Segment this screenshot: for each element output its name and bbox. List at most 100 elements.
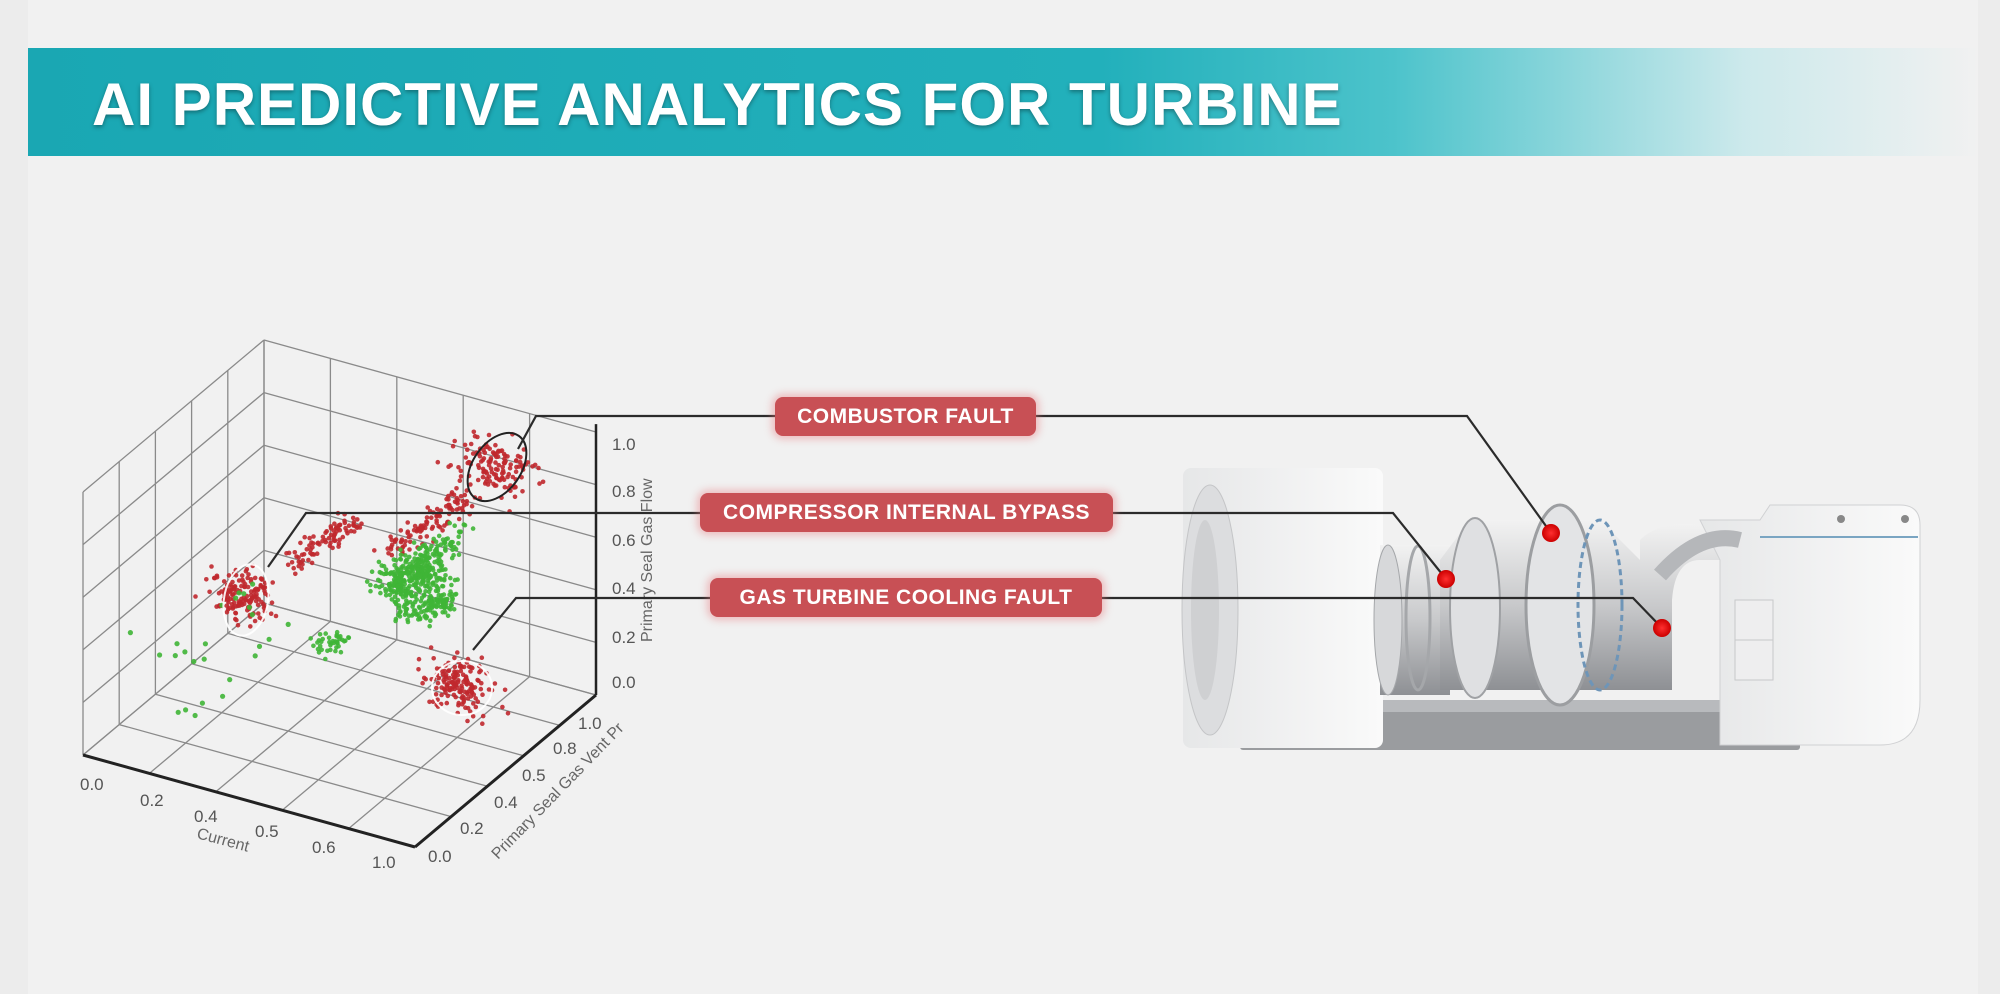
- data-point-fault: [540, 479, 546, 485]
- data-point-fault: [507, 465, 513, 471]
- grid-line: [263, 444, 597, 538]
- x-tick: 0.5: [255, 822, 279, 841]
- data-point-fault: [314, 551, 320, 556]
- data-point-fault: [405, 529, 411, 534]
- data-point-fault: [495, 454, 501, 460]
- x-tick: 1.0: [372, 853, 396, 872]
- data-point-normal: [403, 553, 408, 558]
- data-point-normal: [437, 576, 443, 581]
- data-point-normal: [445, 536, 451, 541]
- data-point-fault: [323, 530, 328, 535]
- data-point-fault: [337, 537, 342, 543]
- data-point-fault: [502, 484, 508, 490]
- data-point-normal: [199, 700, 205, 706]
- z-axis-label: Primary Seal Gas Flow: [639, 478, 656, 642]
- data-point-fault: [254, 592, 259, 597]
- y-tick: 0.0: [428, 847, 452, 866]
- data-point-normal: [328, 642, 333, 648]
- cooling-fault-marker[interactable]: [1653, 619, 1671, 637]
- data-point-fault: [500, 704, 505, 710]
- data-point-normal: [326, 635, 332, 641]
- data-point-fault: [225, 597, 231, 603]
- compressor-internal-bypass-label[interactable]: COMPRESSOR INTERNAL BYPASS: [700, 493, 1113, 532]
- data-point-fault: [412, 523, 418, 529]
- data-point-normal: [383, 593, 389, 598]
- data-point-normal: [201, 656, 207, 662]
- data-point-normal: [415, 567, 420, 573]
- data-point-fault: [461, 699, 466, 705]
- data-point-normal: [373, 583, 379, 589]
- data-point-fault: [448, 463, 454, 468]
- data-point-normal: [368, 582, 373, 588]
- data-point-fault: [471, 701, 476, 706]
- grid-line: [82, 339, 265, 493]
- data-point-normal: [428, 566, 433, 571]
- data-point-fault: [490, 450, 496, 455]
- data-point-fault: [233, 573, 239, 578]
- data-point-fault: [476, 463, 481, 468]
- data-point-fault: [501, 470, 506, 475]
- data-point-fault: [291, 565, 297, 571]
- data-point-fault: [456, 678, 461, 683]
- grid-line: [348, 676, 531, 830]
- compressor-bypass-marker[interactable]: [1437, 570, 1455, 588]
- data-point-fault: [446, 493, 451, 499]
- data-point-normal: [443, 573, 448, 578]
- gas-turbine-cooling-fault-label[interactable]: GAS TURBINE COOLING FAULT: [710, 578, 1102, 617]
- data-point-fault: [388, 534, 393, 539]
- data-point-normal: [406, 573, 412, 579]
- data-point-fault: [385, 546, 391, 551]
- data-point-normal: [452, 592, 458, 597]
- data-point-normal: [452, 577, 458, 583]
- data-point-fault: [464, 501, 469, 507]
- data-point-normal: [192, 712, 198, 719]
- data-point-fault: [502, 453, 508, 459]
- combustor-fault-marker[interactable]: [1542, 524, 1560, 542]
- data-point-normal: [346, 635, 351, 640]
- combustor-fault-label[interactable]: COMBUSTOR FAULT: [775, 397, 1036, 436]
- data-point-fault: [209, 564, 214, 569]
- data-point-fault: [308, 550, 313, 556]
- data-point-normal: [375, 577, 381, 583]
- data-point-normal: [388, 581, 394, 586]
- data-point-fault: [233, 610, 238, 616]
- data-point-fault: [424, 515, 430, 520]
- data-point-normal: [456, 534, 462, 539]
- data-point-fault: [248, 577, 254, 582]
- data-point-fault: [388, 544, 394, 550]
- data-point-fault: [465, 691, 470, 697]
- data-point-fault: [493, 460, 498, 465]
- data-point-normal: [390, 589, 395, 595]
- data-point-normal: [409, 593, 414, 599]
- data-point-fault: [447, 675, 452, 681]
- data-point-fault: [304, 547, 310, 552]
- data-point-fault: [296, 559, 302, 565]
- data-point-fault: [513, 485, 518, 490]
- data-point-normal: [334, 629, 340, 635]
- data-point-fault: [336, 544, 341, 549]
- data-point-normal: [426, 555, 432, 560]
- x-tick: 0.2: [140, 791, 164, 810]
- data-point-fault: [452, 655, 457, 661]
- data-point-normal: [420, 564, 426, 569]
- data-point-fault: [207, 589, 212, 595]
- data-point-fault: [467, 709, 473, 714]
- data-point-fault: [463, 677, 468, 682]
- data-point-fault: [459, 683, 464, 688]
- data-point-fault: [537, 481, 542, 486]
- data-point-fault: [452, 664, 458, 670]
- data-point-normal: [383, 571, 389, 576]
- data-point-fault: [436, 675, 442, 681]
- data-point-fault: [514, 458, 519, 463]
- data-point-normal: [403, 559, 409, 565]
- data-point-fault: [435, 680, 441, 686]
- data-point-fault: [355, 524, 361, 529]
- data-point-fault: [441, 686, 447, 691]
- data-point-normal: [227, 677, 233, 683]
- data-point-fault: [262, 603, 267, 609]
- data-point-normal: [387, 571, 393, 577]
- data-point-fault: [442, 679, 447, 685]
- data-point-fault: [406, 534, 412, 540]
- data-point-fault: [508, 462, 513, 467]
